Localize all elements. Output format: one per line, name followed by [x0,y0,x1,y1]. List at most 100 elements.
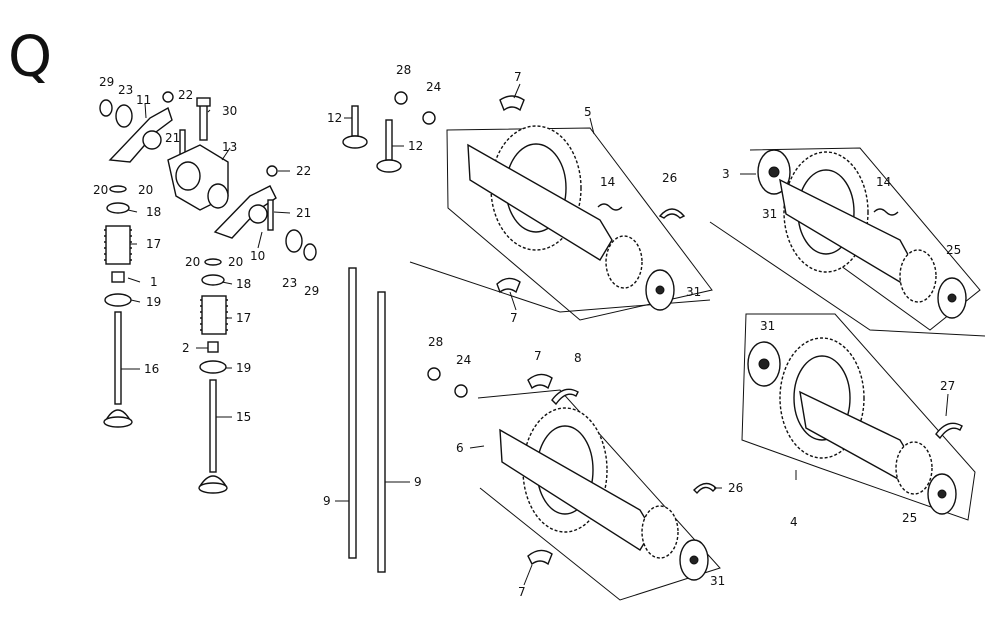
pushrod-9-right [377,291,386,573]
callout-19: 19 [236,361,251,375]
bearing-7-c [527,373,553,390]
callout-15: 15 [236,410,251,424]
rocker-arm-group [99,91,317,261]
pushrod-9-left [348,267,357,559]
callout-8: 8 [574,351,582,365]
spring-14-a [597,203,623,211]
callout-23: 23 [118,83,133,97]
callout-31: 31 [762,207,777,221]
bearing-7-top [499,95,525,112]
lifter-12-right [385,119,393,161]
exhaust-valve-group [103,185,133,428]
lifter-12-left [351,105,359,137]
callout-11: 11 [136,93,151,107]
rocker-arm-10 [213,185,277,239]
washer-29-bottom [303,243,317,261]
washer-23-top [115,104,133,128]
callout-1: 1 [150,275,158,289]
callout-4: 4 [790,515,798,529]
callout-21: 21 [165,131,180,145]
camshaft-assembly-5 [394,91,713,321]
callout-25: 25 [902,511,917,525]
pin-8 [551,388,579,406]
seat-19-right [199,360,227,374]
callout-21: 21 [296,206,311,220]
lifter-pushrod-group [342,105,402,573]
callout-22: 22 [296,164,311,178]
callout-28: 28 [396,63,411,77]
callout-29: 29 [99,75,114,89]
intake-valve-group [198,258,228,494]
callout-20: 20 [93,183,108,197]
bolt-28-top [394,91,408,105]
callout-19: 19 [146,295,161,309]
callout-14: 14 [876,175,891,189]
rocker-arm-11 [108,106,173,163]
callout-20: 20 [138,183,153,197]
callout-12: 12 [327,111,342,125]
nut-22-top [162,91,174,103]
camshaft-5 [467,143,613,261]
callout-26: 26 [662,171,677,185]
callout-20: 20 [185,255,200,269]
callout-2: 2 [182,341,190,355]
bolt-28-bottom [427,367,441,381]
seat-19-left [104,293,132,307]
callout-9: 9 [323,494,331,508]
callout-6: 6 [456,441,464,455]
callout-20: 20 [228,255,243,269]
callout-labels: 29 23 11 22 30 21 13 20 20 18 17 1 19 16… [93,63,961,599]
washer-24-top [422,111,436,125]
bolt-30 [199,103,208,141]
callout-16: 16 [144,362,159,376]
washer-23-bottom [285,229,303,253]
callout-31: 31 [710,574,725,588]
callout-10: 10 [250,249,265,263]
retainer-18-right [201,274,225,286]
callout-7: 7 [534,349,542,363]
nut-22-bottom [266,165,278,177]
callout-30: 30 [222,104,237,118]
bearing-7-d [527,549,553,566]
callout-7: 7 [514,70,522,84]
callout-9: 9 [414,475,422,489]
section-letter: Q [8,25,52,90]
valve-head-15 [198,482,228,494]
callout-24: 24 [456,353,471,367]
camshaft-assembly-3 [709,147,986,337]
callout-18: 18 [236,277,251,291]
cotter-20-left [109,185,127,193]
callout-7: 7 [510,311,518,325]
seal-2 [207,341,219,353]
callout-31: 31 [760,319,775,333]
washer-29-top [99,99,113,117]
bearing-7-bottom [496,277,521,294]
callout-29: 29 [304,284,319,298]
pin-27 [935,422,963,440]
valve-stem-16 [114,311,122,405]
pivot-21-bottom [267,199,274,231]
pin-26-bottom [693,482,717,495]
callout-18: 18 [146,205,161,219]
callout-17: 17 [236,311,251,325]
callout-28: 28 [428,335,443,349]
cap-1 [111,271,125,283]
leader-lines [121,83,949,586]
callout-12: 12 [408,139,423,153]
callout-22: 22 [178,88,193,102]
callout-24: 24 [426,80,441,94]
callout-31: 31 [686,285,701,299]
callout-26: 26 [728,481,743,495]
camshaft-assembly-6 [427,367,721,601]
washer-24-bottom [454,384,468,398]
callout-17: 17 [146,237,161,251]
camshaft-assembly-4 [741,313,976,521]
spring-14-b [873,208,899,216]
retainer-18-left [106,202,130,214]
valve-stem-15 [209,379,217,473]
callout-13: 13 [222,140,237,154]
callout-5: 5 [584,105,592,119]
callout-7: 7 [518,585,526,599]
